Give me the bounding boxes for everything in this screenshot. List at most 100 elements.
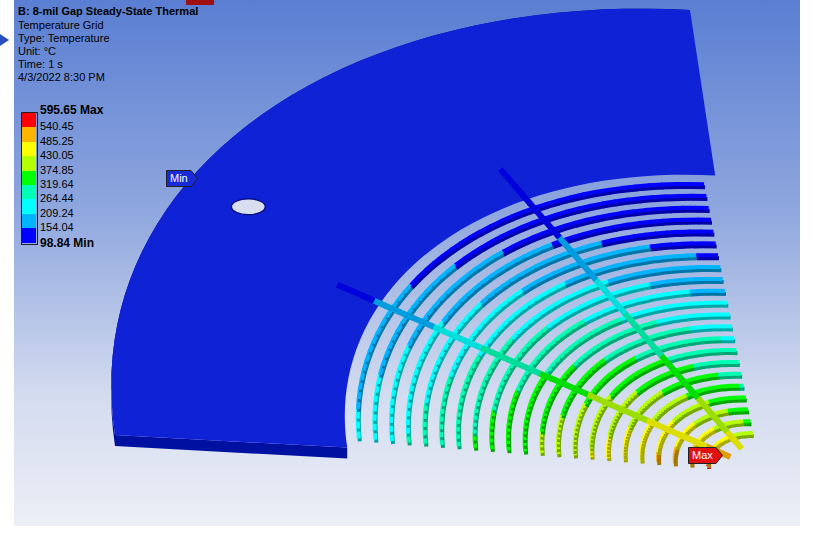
- legend-value: 154.04: [40, 221, 74, 234]
- strip-segment: [581, 245, 592, 248]
- strip-edge: [702, 421, 704, 422]
- strip-segment: [746, 431, 748, 435]
- strip-segment: [514, 256, 524, 261]
- strip-edge: [693, 410, 696, 411]
- strip-segment: [565, 279, 574, 283]
- strip-segment: [534, 313, 541, 318]
- strip-segment: [650, 245, 662, 246]
- strip-segment: [501, 300, 508, 306]
- strip-segment: [697, 390, 701, 391]
- radial-spoke: [726, 431, 734, 440]
- strip-edge: [628, 201, 642, 203]
- strip-segment: [679, 368, 684, 369]
- strip-segment: [437, 356, 441, 364]
- strip-segment: [622, 236, 634, 238]
- strip-segment: [600, 254, 611, 257]
- strip-segment: [522, 285, 530, 290]
- strip-edge: [707, 468, 711, 469]
- strip-segment: [623, 452, 627, 456]
- strip-segment: [683, 395, 687, 397]
- strip-segment: [676, 383, 680, 385]
- strip-edge: [688, 397, 692, 398]
- strip-segment: [440, 271, 448, 278]
- strip-segment: [596, 327, 603, 330]
- strip-edge: [680, 442, 681, 444]
- strip-segment: [716, 444, 717, 445]
- strip-segment: [672, 343, 678, 344]
- radial-spoke: [409, 316, 422, 322]
- strip-segment: [587, 300, 595, 304]
- strip-segment: [711, 385, 715, 390]
- strip-segment: [721, 312, 729, 316]
- strip-segment: [515, 390, 517, 396]
- strip-segment: [507, 367, 511, 373]
- strip-edge: [695, 409, 698, 410]
- strip-edge: [687, 432, 689, 434]
- legend-value: 374.85: [40, 164, 74, 177]
- strip-segment: [506, 261, 516, 266]
- min-probe: Min: [166, 170, 198, 187]
- strip-segment: [621, 186, 636, 188]
- strip-segment: [626, 301, 634, 303]
- strip-segment: [686, 353, 692, 354]
- strip-edge: [651, 224, 664, 225]
- strip-segment: [640, 246, 651, 248]
- strip-segment: [665, 293, 674, 294]
- strip-segment: [621, 211, 634, 213]
- strip-segment: [659, 392, 663, 394]
- strip-segment: [691, 425, 693, 427]
- strip-edge: [674, 295, 683, 296]
- strip-edge: [740, 387, 744, 391]
- legend-swatch: [22, 142, 36, 157]
- strip-segment: [530, 281, 539, 286]
- radial-spoke: [719, 423, 727, 432]
- strip-segment: [640, 353, 646, 355]
- strip-segment: [695, 206, 709, 210]
- strip-segment: [590, 203, 603, 206]
- strip-segment: [722, 372, 727, 376]
- radial-spoke: [432, 326, 445, 332]
- strip-segment: [467, 374, 470, 381]
- strip-segment: [657, 413, 659, 415]
- strip-segment: [680, 354, 686, 355]
- strip-segment: [731, 384, 735, 388]
- strip-edge: [690, 466, 694, 468]
- strip-segment: [677, 329, 684, 330]
- strip-segment: [434, 299, 441, 307]
- strip-segment: [669, 403, 672, 405]
- radial-spoke: [337, 285, 350, 291]
- strip-segment: [409, 337, 414, 346]
- strip-segment: [552, 361, 556, 366]
- strip-segment: [602, 324, 609, 327]
- strip-segment: [548, 322, 554, 327]
- strip-segment: [583, 353, 588, 357]
- radial-spoke: [668, 364, 676, 373]
- strip-segment: [645, 402, 648, 405]
- strip-edge: [707, 466, 711, 467]
- strip-segment: [601, 240, 612, 243]
- strip-segment: [512, 333, 518, 339]
- strip-segment: [608, 188, 622, 190]
- strip-segment: [566, 311, 573, 315]
- strip-edge: [701, 393, 705, 394]
- strip-segment: [609, 213, 622, 215]
- strip-segment: [650, 398, 653, 400]
- strip-segment: [563, 223, 575, 227]
- strip-segment: [648, 182, 663, 187]
- strip-segment: [678, 230, 691, 234]
- strip-segment: [742, 407, 745, 411]
- radial-spoke: [456, 337, 469, 343]
- strip-segment: [634, 392, 637, 395]
- strip-segment: [464, 252, 474, 259]
- radial-spoke: [634, 415, 647, 421]
- strip-segment: [696, 350, 702, 355]
- strip-edge: [692, 355, 698, 356]
- strip-segment: [706, 313, 714, 317]
- strip-segment: [676, 254, 687, 259]
- strip-segment: [482, 241, 492, 247]
- strip-segment: [699, 438, 700, 439]
- strip-segment: [679, 194, 694, 198]
- strip-segment: [583, 287, 592, 290]
- strip-segment: [453, 362, 457, 370]
- strip-edge: [640, 460, 644, 463]
